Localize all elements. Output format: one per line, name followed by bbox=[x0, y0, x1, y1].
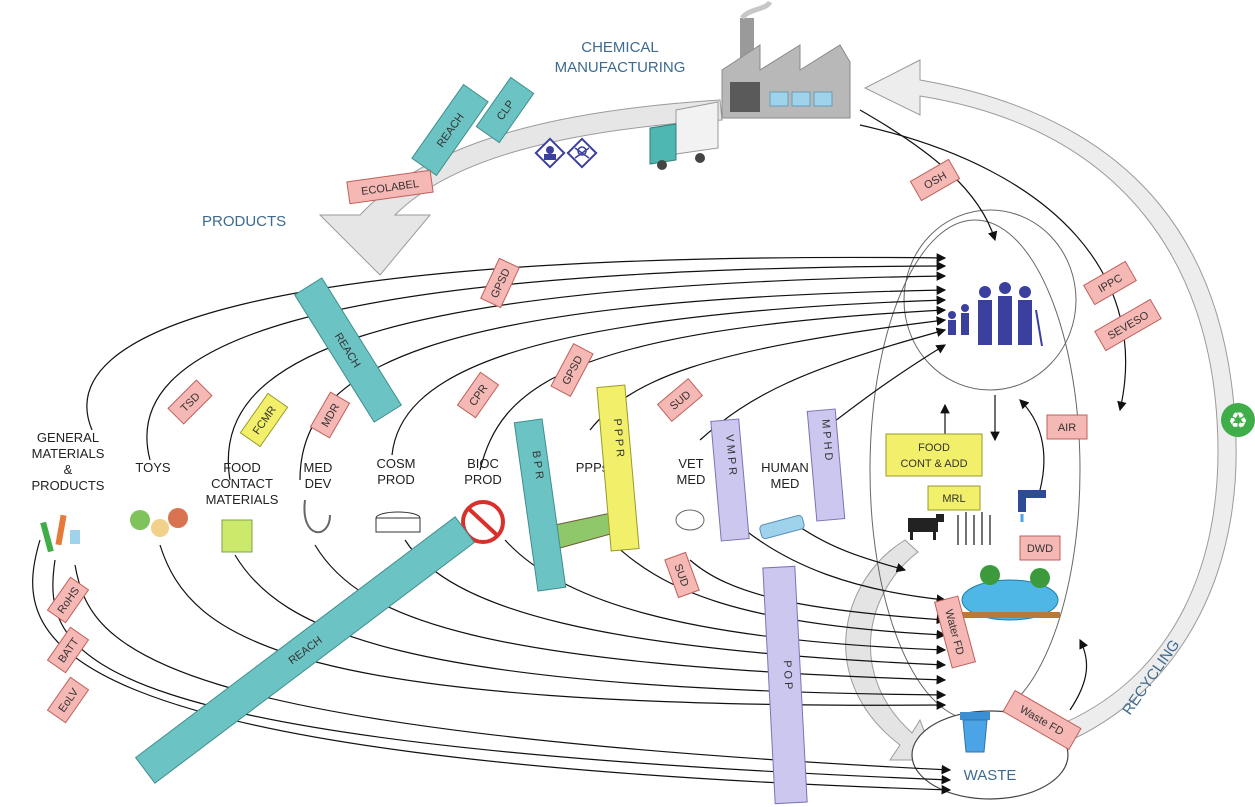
air-tag: AIR bbox=[1058, 422, 1076, 434]
products-heading: PRODUCTS bbox=[202, 213, 286, 230]
to-waste-flow-arrow bbox=[845, 539, 936, 761]
category-ppps: PPPs bbox=[576, 460, 609, 475]
people-icon bbox=[948, 282, 1043, 347]
mphd-tag: M P H D bbox=[819, 419, 835, 461]
svg-text:♻: ♻ bbox=[1228, 409, 1248, 434]
pink-tags: ECOLABEL OSH IPPC SEVESO AIR DWD Water F… bbox=[46, 158, 1162, 751]
bpr-tag: B P R bbox=[529, 450, 545, 480]
factory-icon bbox=[721, 0, 851, 119]
recycling-flow-arrow bbox=[863, 59, 1237, 746]
pond-icon bbox=[960, 565, 1060, 621]
pppr-tag: P P P R bbox=[611, 418, 626, 457]
category-icons bbox=[40, 499, 805, 553]
vmpr-tag: V M P R bbox=[723, 434, 739, 476]
release-curves bbox=[32, 395, 1089, 795]
teal-bands: REACH CLP REACH REACH B P R bbox=[134, 76, 567, 784]
trash-bin-icon bbox=[960, 712, 990, 753]
recycling-heading: RECYCLING bbox=[1119, 637, 1183, 718]
pop-tag: P O P bbox=[781, 660, 795, 690]
exposure-curves bbox=[86, 109, 1127, 481]
cow-icon bbox=[908, 514, 944, 540]
category-toys: TOYS bbox=[135, 460, 170, 475]
truck-icon bbox=[649, 101, 719, 170]
recycle-icon: ♻ bbox=[1221, 403, 1255, 437]
human-exposure-ellipse bbox=[903, 209, 1077, 391]
lavender-tags: V M P R M P H D P O P bbox=[710, 408, 846, 805]
wheat-icon bbox=[957, 512, 991, 545]
tap-icon bbox=[1018, 490, 1046, 522]
toxic-pictogram-icon bbox=[566, 137, 598, 169]
hazard-pictogram-icon bbox=[534, 137, 566, 169]
waste-heading: WASTE bbox=[964, 767, 1017, 784]
mrl-tag: MRL bbox=[942, 493, 965, 505]
dwd-tag: DWD bbox=[1027, 543, 1053, 555]
